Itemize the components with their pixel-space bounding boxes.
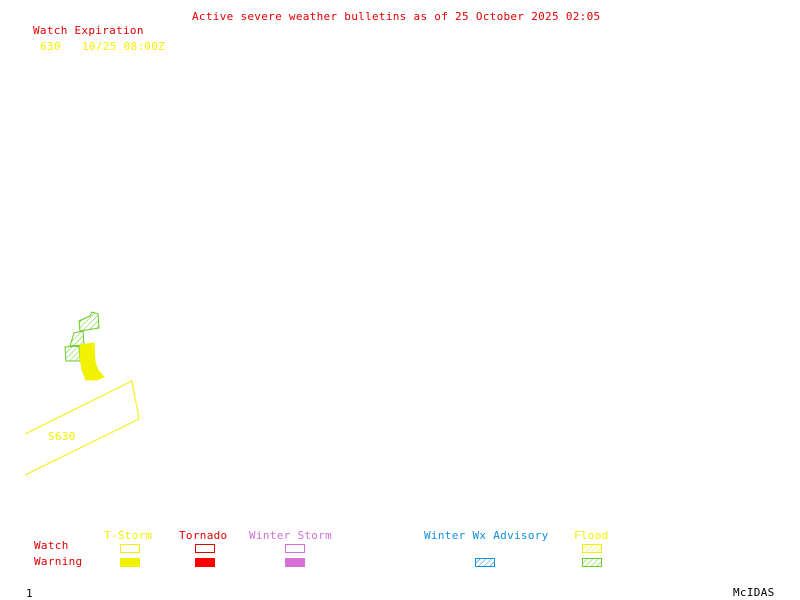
legend-tstorm-watch-swatch bbox=[120, 544, 140, 553]
legend-tstorm-warning-swatch bbox=[120, 558, 140, 567]
legend-flood-label: Flood bbox=[574, 529, 609, 542]
software-label: McIDAS bbox=[733, 586, 775, 599]
tstorm-warning-polygon bbox=[79, 342, 105, 381]
legend-tornado-label: Tornado bbox=[179, 529, 228, 542]
legend-tstorm-label: T-Storm bbox=[104, 529, 153, 542]
legend-flood-warning-swatch bbox=[582, 558, 602, 567]
watch-expiration-header: Watch Expiration bbox=[33, 24, 144, 37]
legend-winter-storm-watch-swatch bbox=[285, 544, 305, 553]
legend-row-warning: Warning bbox=[34, 555, 83, 568]
bulletin-title: Active severe weather bulletins as of 25… bbox=[192, 10, 601, 23]
legend-tornado-warning-swatch bbox=[195, 558, 215, 567]
legend-winter-wx-advisory-swatch bbox=[475, 558, 495, 567]
watch-label: S630 bbox=[48, 430, 76, 443]
watch-expiration-time: 10/25 08:00Z bbox=[82, 40, 166, 53]
legend-winter-wx-advisory-label: Winter Wx Advisory bbox=[424, 529, 549, 542]
flood-warning-polygon bbox=[78, 311, 100, 332]
watch-number: 630 bbox=[40, 40, 61, 53]
frame-number: 1 bbox=[26, 587, 33, 600]
legend-tornado-watch-swatch bbox=[195, 544, 215, 553]
flood-warning-polygon bbox=[64, 345, 81, 362]
legend-row-watch: Watch bbox=[34, 539, 69, 552]
legend-flood-watch-swatch bbox=[582, 544, 602, 553]
legend-winter-storm-label: Winter Storm bbox=[249, 529, 333, 542]
tstorm-watch-polygon bbox=[24, 380, 140, 476]
legend-winter-storm-warning-swatch bbox=[285, 558, 305, 567]
flood-warning-polygon bbox=[69, 330, 85, 347]
